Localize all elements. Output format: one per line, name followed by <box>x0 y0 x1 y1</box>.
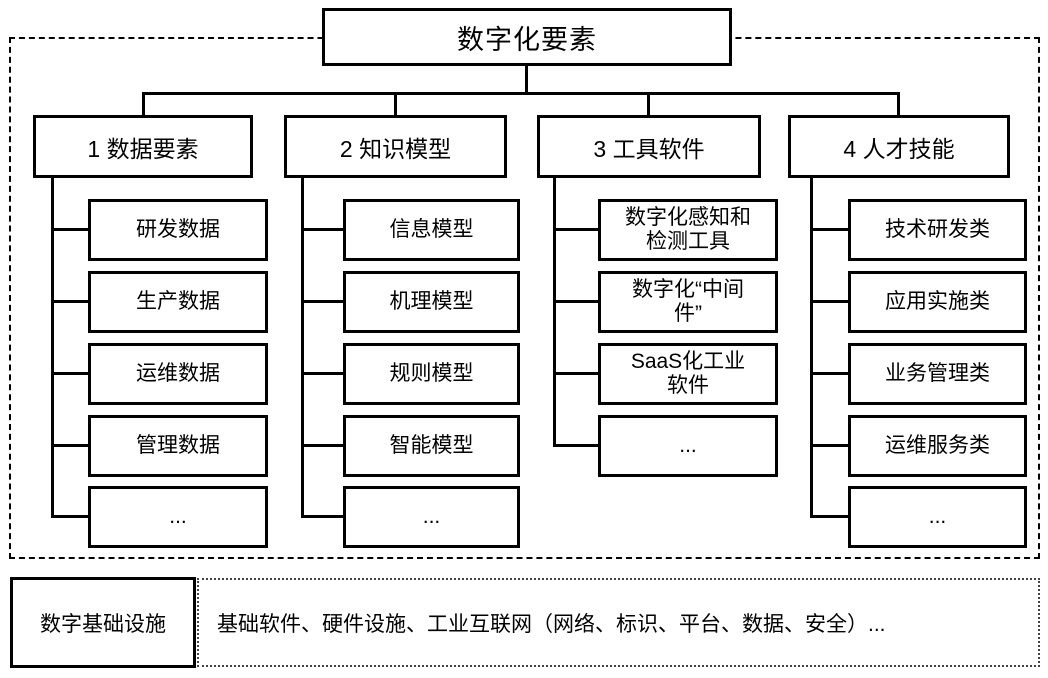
tree-trunk-col4 <box>810 178 813 518</box>
child-label: 规则模型 <box>389 361 474 385</box>
child-label: 业务管理类 <box>885 361 990 385</box>
child-box-ellipsis: ... <box>88 486 268 548</box>
child-label: 应用实施类 <box>885 289 990 313</box>
tree-stub <box>51 228 88 231</box>
child-box: 信息模型 <box>343 199 520 261</box>
child-box: 数字化“中间 件” <box>598 271 778 333</box>
infrastructure-label-box: 数字基础设施 <box>10 577 196 668</box>
connector-drop-col3 <box>647 92 650 115</box>
child-label: 生产数据 <box>136 289 220 313</box>
tree-stub <box>51 372 88 375</box>
child-box: 管理数据 <box>88 415 268 477</box>
tree-stub <box>301 300 343 303</box>
child-label: ... <box>679 433 697 457</box>
child-box: 数字化感知和 检测工具 <box>598 199 778 261</box>
tree-stub <box>810 228 848 231</box>
child-box: 业务管理类 <box>848 343 1027 405</box>
child-box: 机理模型 <box>343 271 520 333</box>
child-label: ... <box>422 504 441 528</box>
child-label: 研发数据 <box>136 217 220 241</box>
tree-stub <box>301 228 343 231</box>
root-title-label: 数字化要素 <box>457 24 597 55</box>
child-box: 研发数据 <box>88 199 268 261</box>
category-label: 1 数据要素 <box>87 135 199 162</box>
child-label: 数字化“中间 件” <box>632 277 744 325</box>
connector-horizontal-bus <box>142 92 900 95</box>
child-label: 运维数据 <box>136 361 220 385</box>
connector-drop-col1 <box>142 92 145 115</box>
connector-title-drop <box>525 66 528 92</box>
category-box-talent-skills: 4 人才技能 <box>788 115 1010 178</box>
infrastructure-content: 基础软件、硬件设施、工业互联网（网络、标识、平台、数据、安全）... <box>217 612 886 636</box>
child-box: 规则模型 <box>343 343 520 405</box>
tree-stub <box>51 300 88 303</box>
tree-stub <box>301 372 343 375</box>
tree-trunk-col3 <box>553 178 556 447</box>
tree-trunk-col1 <box>51 178 54 518</box>
child-box: 运维数据 <box>88 343 268 405</box>
child-label: ... <box>169 504 187 528</box>
tree-stub <box>810 444 848 447</box>
child-label: 管理数据 <box>136 433 220 457</box>
root-title-box: 数字化要素 <box>322 8 732 66</box>
tree-stub <box>301 515 343 518</box>
child-box-ellipsis: ... <box>848 486 1027 548</box>
category-box-data-elements: 1 数据要素 <box>33 115 253 178</box>
child-label: ... <box>928 504 947 528</box>
child-box: 运维服务类 <box>848 415 1027 477</box>
child-box-ellipsis: ... <box>598 415 778 477</box>
child-label: 技术研发类 <box>885 217 990 241</box>
tree-trunk-col2 <box>301 178 304 518</box>
category-label: 3 工具软件 <box>593 135 705 162</box>
tree-stub <box>553 372 598 375</box>
tree-stub <box>51 515 88 518</box>
infrastructure-label: 数字基础设施 <box>40 612 166 636</box>
child-label: 数字化感知和 检测工具 <box>625 205 751 253</box>
tree-stub <box>810 515 848 518</box>
tree-stub <box>553 300 598 303</box>
child-box: 技术研发类 <box>848 199 1027 261</box>
child-label: 运维服务类 <box>885 433 990 457</box>
category-box-tool-software: 3 工具软件 <box>537 115 761 178</box>
category-label: 2 知识模型 <box>339 135 452 162</box>
child-box: SaaS化工业 软件 <box>598 343 778 405</box>
connector-drop-col2 <box>394 92 397 115</box>
connector-drop-col4 <box>897 92 900 115</box>
child-label: SaaS化工业 软件 <box>630 349 746 397</box>
child-box: 应用实施类 <box>848 271 1027 333</box>
child-box: 生产数据 <box>88 271 268 333</box>
infrastructure-content-box: 基础软件、硬件设施、工业互联网（网络、标识、平台、数据、安全）... <box>197 578 1040 667</box>
tree-stub <box>51 444 88 447</box>
child-box-ellipsis: ... <box>343 486 520 548</box>
tree-stub <box>810 300 848 303</box>
child-label: 机理模型 <box>389 289 474 313</box>
category-label: 4 人才技能 <box>843 135 955 162</box>
tree-stub <box>553 228 598 231</box>
tree-stub <box>810 372 848 375</box>
category-box-knowledge-models: 2 知识模型 <box>284 115 507 178</box>
tree-stub <box>553 444 598 447</box>
child-label: 信息模型 <box>389 217 474 241</box>
child-label: 智能模型 <box>389 433 474 457</box>
child-box: 智能模型 <box>343 415 520 477</box>
tree-stub <box>301 444 343 447</box>
